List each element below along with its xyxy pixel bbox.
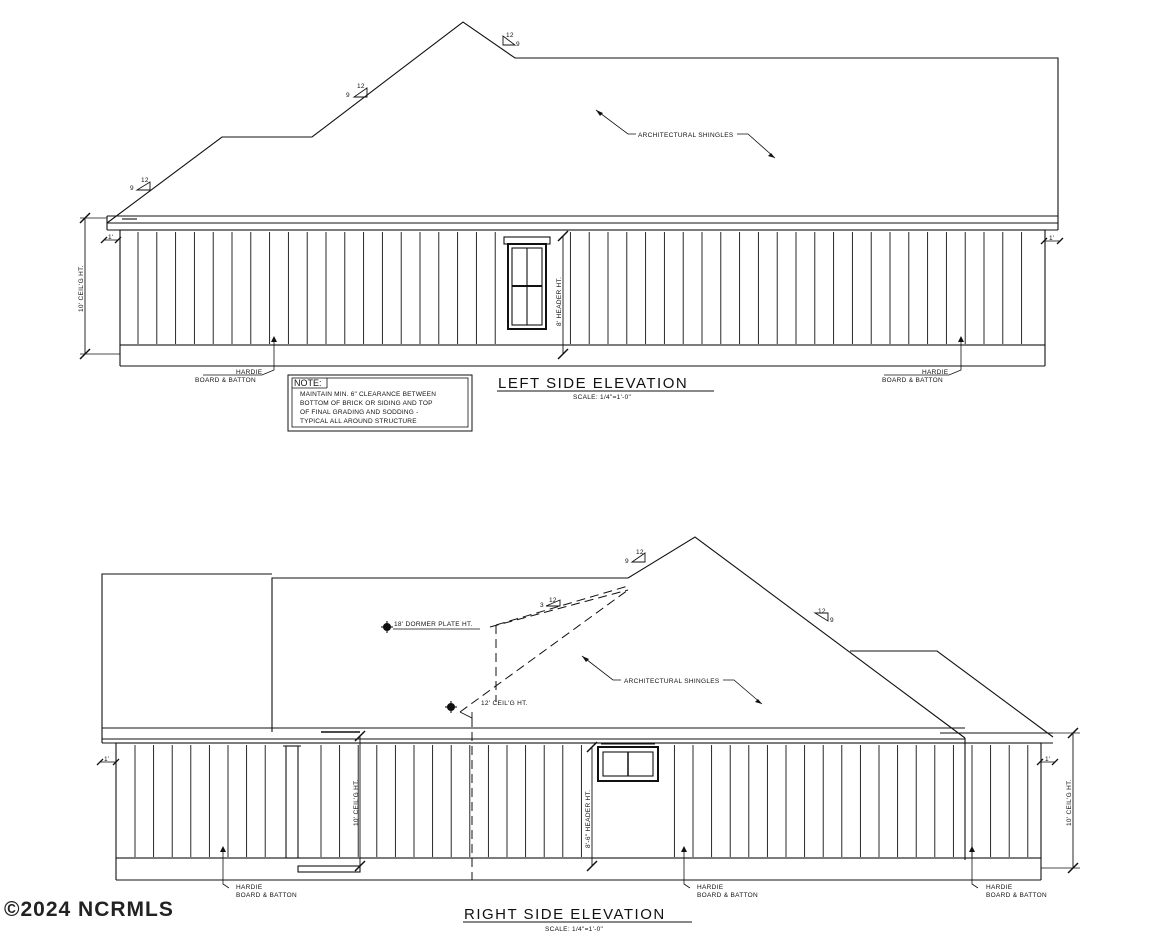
- left-hardie-b: HARDIE: [922, 369, 949, 376]
- left-wall: [119, 229, 1046, 346]
- right-header-label: 8'-6" HEADER HT.: [585, 790, 592, 848]
- right-pitch-12-c: 12: [549, 597, 557, 604]
- right-pitch-12-b: 12: [818, 608, 826, 615]
- left-pitch-9-b: 9: [346, 92, 350, 99]
- left-elevation-drawing: [79, 21, 1064, 432]
- right-roof-label: ARCHITECTURAL SHINGLES: [624, 678, 720, 685]
- right-hardie-b: HARDIE: [697, 884, 724, 891]
- dormer-datum-marker: [381, 621, 480, 633]
- left-pitch-12-a: 12: [141, 177, 149, 184]
- right-main-gable: [627, 536, 966, 739]
- right-wall-ceiling-label: 10' CEIL'G HT.: [1066, 779, 1073, 826]
- right-window: [597, 743, 659, 782]
- left-pitch-12-c: 12: [506, 32, 514, 39]
- right-dim-1ft-a: 1': [104, 756, 109, 763]
- left-elevation-labels: 12 9 12 9 12 9 ARCHITECTURAL SHINGLES 10…: [78, 32, 1054, 425]
- left-batten-b: BOARD & BATTON: [882, 377, 943, 384]
- right-hardie-a: HARDIE: [236, 884, 263, 891]
- right-batten-c: BOARD & BATTON: [986, 892, 1047, 899]
- right-wall: [115, 742, 1042, 859]
- right-dormer-label: 18' DORMER PLATE HT.: [394, 621, 473, 628]
- left-board-batten-lines: [137, 232, 1023, 344]
- left-pitch-12-b: 12: [357, 83, 365, 90]
- left-roof-outline: [106, 21, 1059, 224]
- note-line-4: TYPICAL ALL AROUND STRUCTURE: [300, 418, 417, 425]
- porch-column: [283, 731, 361, 873]
- left-pitch-9-a: 9: [130, 185, 134, 192]
- right-pitch-3: 3: [540, 602, 544, 609]
- right-scale-label: SCALE: 1/4"=1'-0": [545, 926, 604, 933]
- left-roof-label: ARCHITECTURAL SHINGLES: [638, 132, 734, 139]
- right-pitch-9-a: 9: [625, 558, 629, 565]
- left-scale-label: SCALE: 1/4"=1'-0": [573, 394, 632, 401]
- note-box: [287, 374, 473, 432]
- note-line-1: MAINTAIN MIN. 6" CLEARANCE BETWEEN: [300, 391, 436, 398]
- note-line-3: OF FINAL GRADING AND SODDING -: [300, 409, 418, 416]
- right-batten-a: BOARD & BATTON: [236, 892, 297, 899]
- right-hardie-c: HARDIE: [986, 884, 1013, 891]
- right-pitch-9-b: 9: [830, 617, 834, 624]
- left-batten-a: BOARD & BATTON: [195, 377, 256, 384]
- ceiling-datum-marker: [445, 701, 457, 713]
- left-elevation-title: LEFT SIDE ELEVATION: [498, 375, 688, 392]
- left-window: [503, 236, 551, 330]
- right-elevation-labels: 12 9 12 9 12 3 18' DORMER PLATE HT. 12' …: [104, 549, 1073, 933]
- right-dim-1ft-b: 1': [1045, 756, 1050, 763]
- left-ceiling-label: 10' CEIL'G HT.: [78, 265, 85, 312]
- mls-watermark: ©2024 NCRMLS: [4, 898, 174, 921]
- right-ceiling-12-label: 12' CEIL'G HT.: [481, 700, 528, 707]
- right-elevation-title: RIGHT SIDE ELEVATION: [464, 906, 666, 923]
- right-batten-b: BOARD & BATTON: [697, 892, 758, 899]
- left-header-label: 8' HEADER HT.: [556, 277, 563, 326]
- right-board-batten-lines: [134, 745, 1029, 857]
- note-line-2: BOTTOM OF BRICK OR SIDING AND TOP: [300, 400, 433, 407]
- left-hardie-a: HARDIE: [236, 369, 263, 376]
- left-dim-1ft-a: 1': [108, 234, 113, 241]
- right-elevation-drawing: [96, 536, 1080, 923]
- left-pitch-9-c: 9: [516, 41, 520, 48]
- note-heading: NOTE:: [294, 378, 322, 388]
- left-dim-1ft-b: 1': [1049, 235, 1054, 242]
- right-pitch-12-a: 12: [636, 549, 644, 556]
- right-porch-ceiling-label: 10' CEIL'G HT.: [353, 779, 360, 826]
